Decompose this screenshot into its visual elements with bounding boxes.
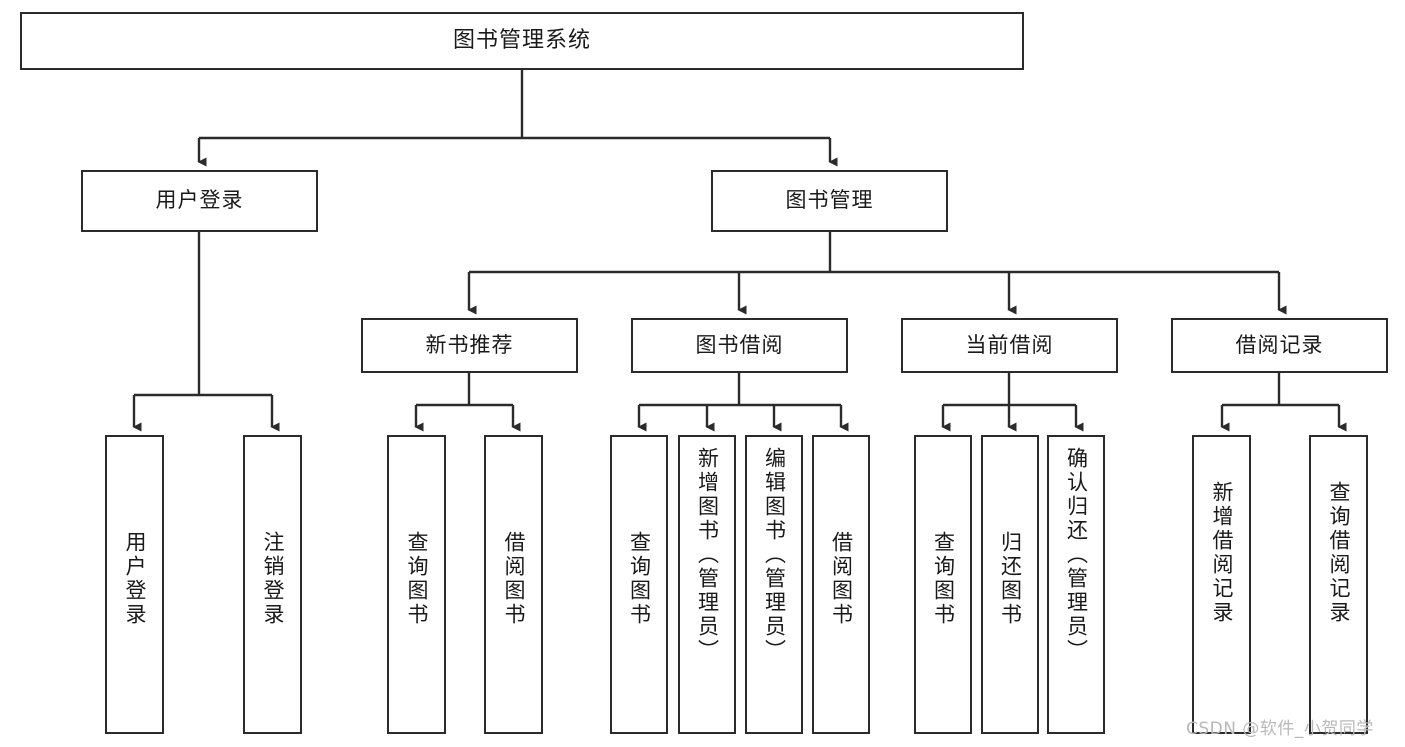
node-new-book-recommend[interactable]: 新书推荐: [361, 318, 578, 373]
node-label: 查询图书: [405, 531, 429, 627]
leaf-edit-book[interactable]: 编辑图书（管理员）: [745, 435, 803, 734]
node-label: 图书管理系统: [452, 27, 591, 53]
leaf-query-book-current[interactable]: 查询图书: [914, 435, 972, 734]
node-label: 当前借阅: [965, 332, 1054, 357]
leaf-borrow-book-borrow[interactable]: 借阅图书: [812, 435, 870, 734]
leaf-add-borrow-record[interactable]: 新增借阅记录: [1192, 435, 1251, 734]
node-label: 图书借阅: [695, 332, 784, 357]
leaf-borrow-book-new[interactable]: 借阅图书: [484, 435, 543, 734]
leaf-query-book-new[interactable]: 查询图书: [387, 435, 446, 734]
csdn-watermark: CSDN @软件_小贺同学: [1186, 719, 1374, 739]
node-label: 用户登录: [123, 531, 147, 627]
leaf-add-book[interactable]: 新增图书（管理员）: [678, 435, 736, 734]
node-label: 编辑图书（管理员）: [762, 447, 787, 663]
leaf-logout-login[interactable]: 注销登录: [243, 435, 302, 734]
node-label: 查询图书: [931, 531, 956, 627]
node-label: 新增借阅记录: [1210, 481, 1234, 625]
node-label: 新增图书（管理员）: [695, 447, 720, 663]
node-current-borrow[interactable]: 当前借阅: [901, 318, 1118, 373]
node-label: 图书管理: [785, 188, 874, 213]
node-book-manage[interactable]: 图书管理: [711, 170, 948, 232]
node-label: 归还图书: [998, 531, 1023, 627]
leaf-return-book[interactable]: 归还图书: [981, 435, 1039, 734]
node-label: 新书推荐: [425, 332, 514, 357]
node-label: 注销登录: [261, 531, 285, 627]
leaf-query-borrow-record[interactable]: 查询借阅记录: [1309, 435, 1368, 734]
leaf-confirm-return[interactable]: 确认归还（管理员）: [1047, 435, 1105, 734]
node-book-borrow[interactable]: 图书借阅: [631, 318, 848, 373]
node-label: 借阅图书: [502, 531, 526, 627]
leaf-query-book-borrow[interactable]: 查询图书: [610, 435, 668, 734]
node-label: 借阅图书: [829, 531, 854, 627]
leaf-user-login[interactable]: 用户登录: [105, 435, 164, 734]
node-label: 查询图书: [627, 531, 652, 627]
node-borrow-record[interactable]: 借阅记录: [1171, 318, 1388, 373]
node-label: 借阅记录: [1235, 332, 1324, 357]
node-root-system[interactable]: 图书管理系统: [20, 12, 1024, 70]
node-label: 用户登录: [155, 188, 244, 213]
node-label: 确认归还（管理员）: [1064, 447, 1089, 663]
node-user-login[interactable]: 用户登录: [81, 170, 318, 232]
node-label: 查询借阅记录: [1327, 481, 1351, 625]
